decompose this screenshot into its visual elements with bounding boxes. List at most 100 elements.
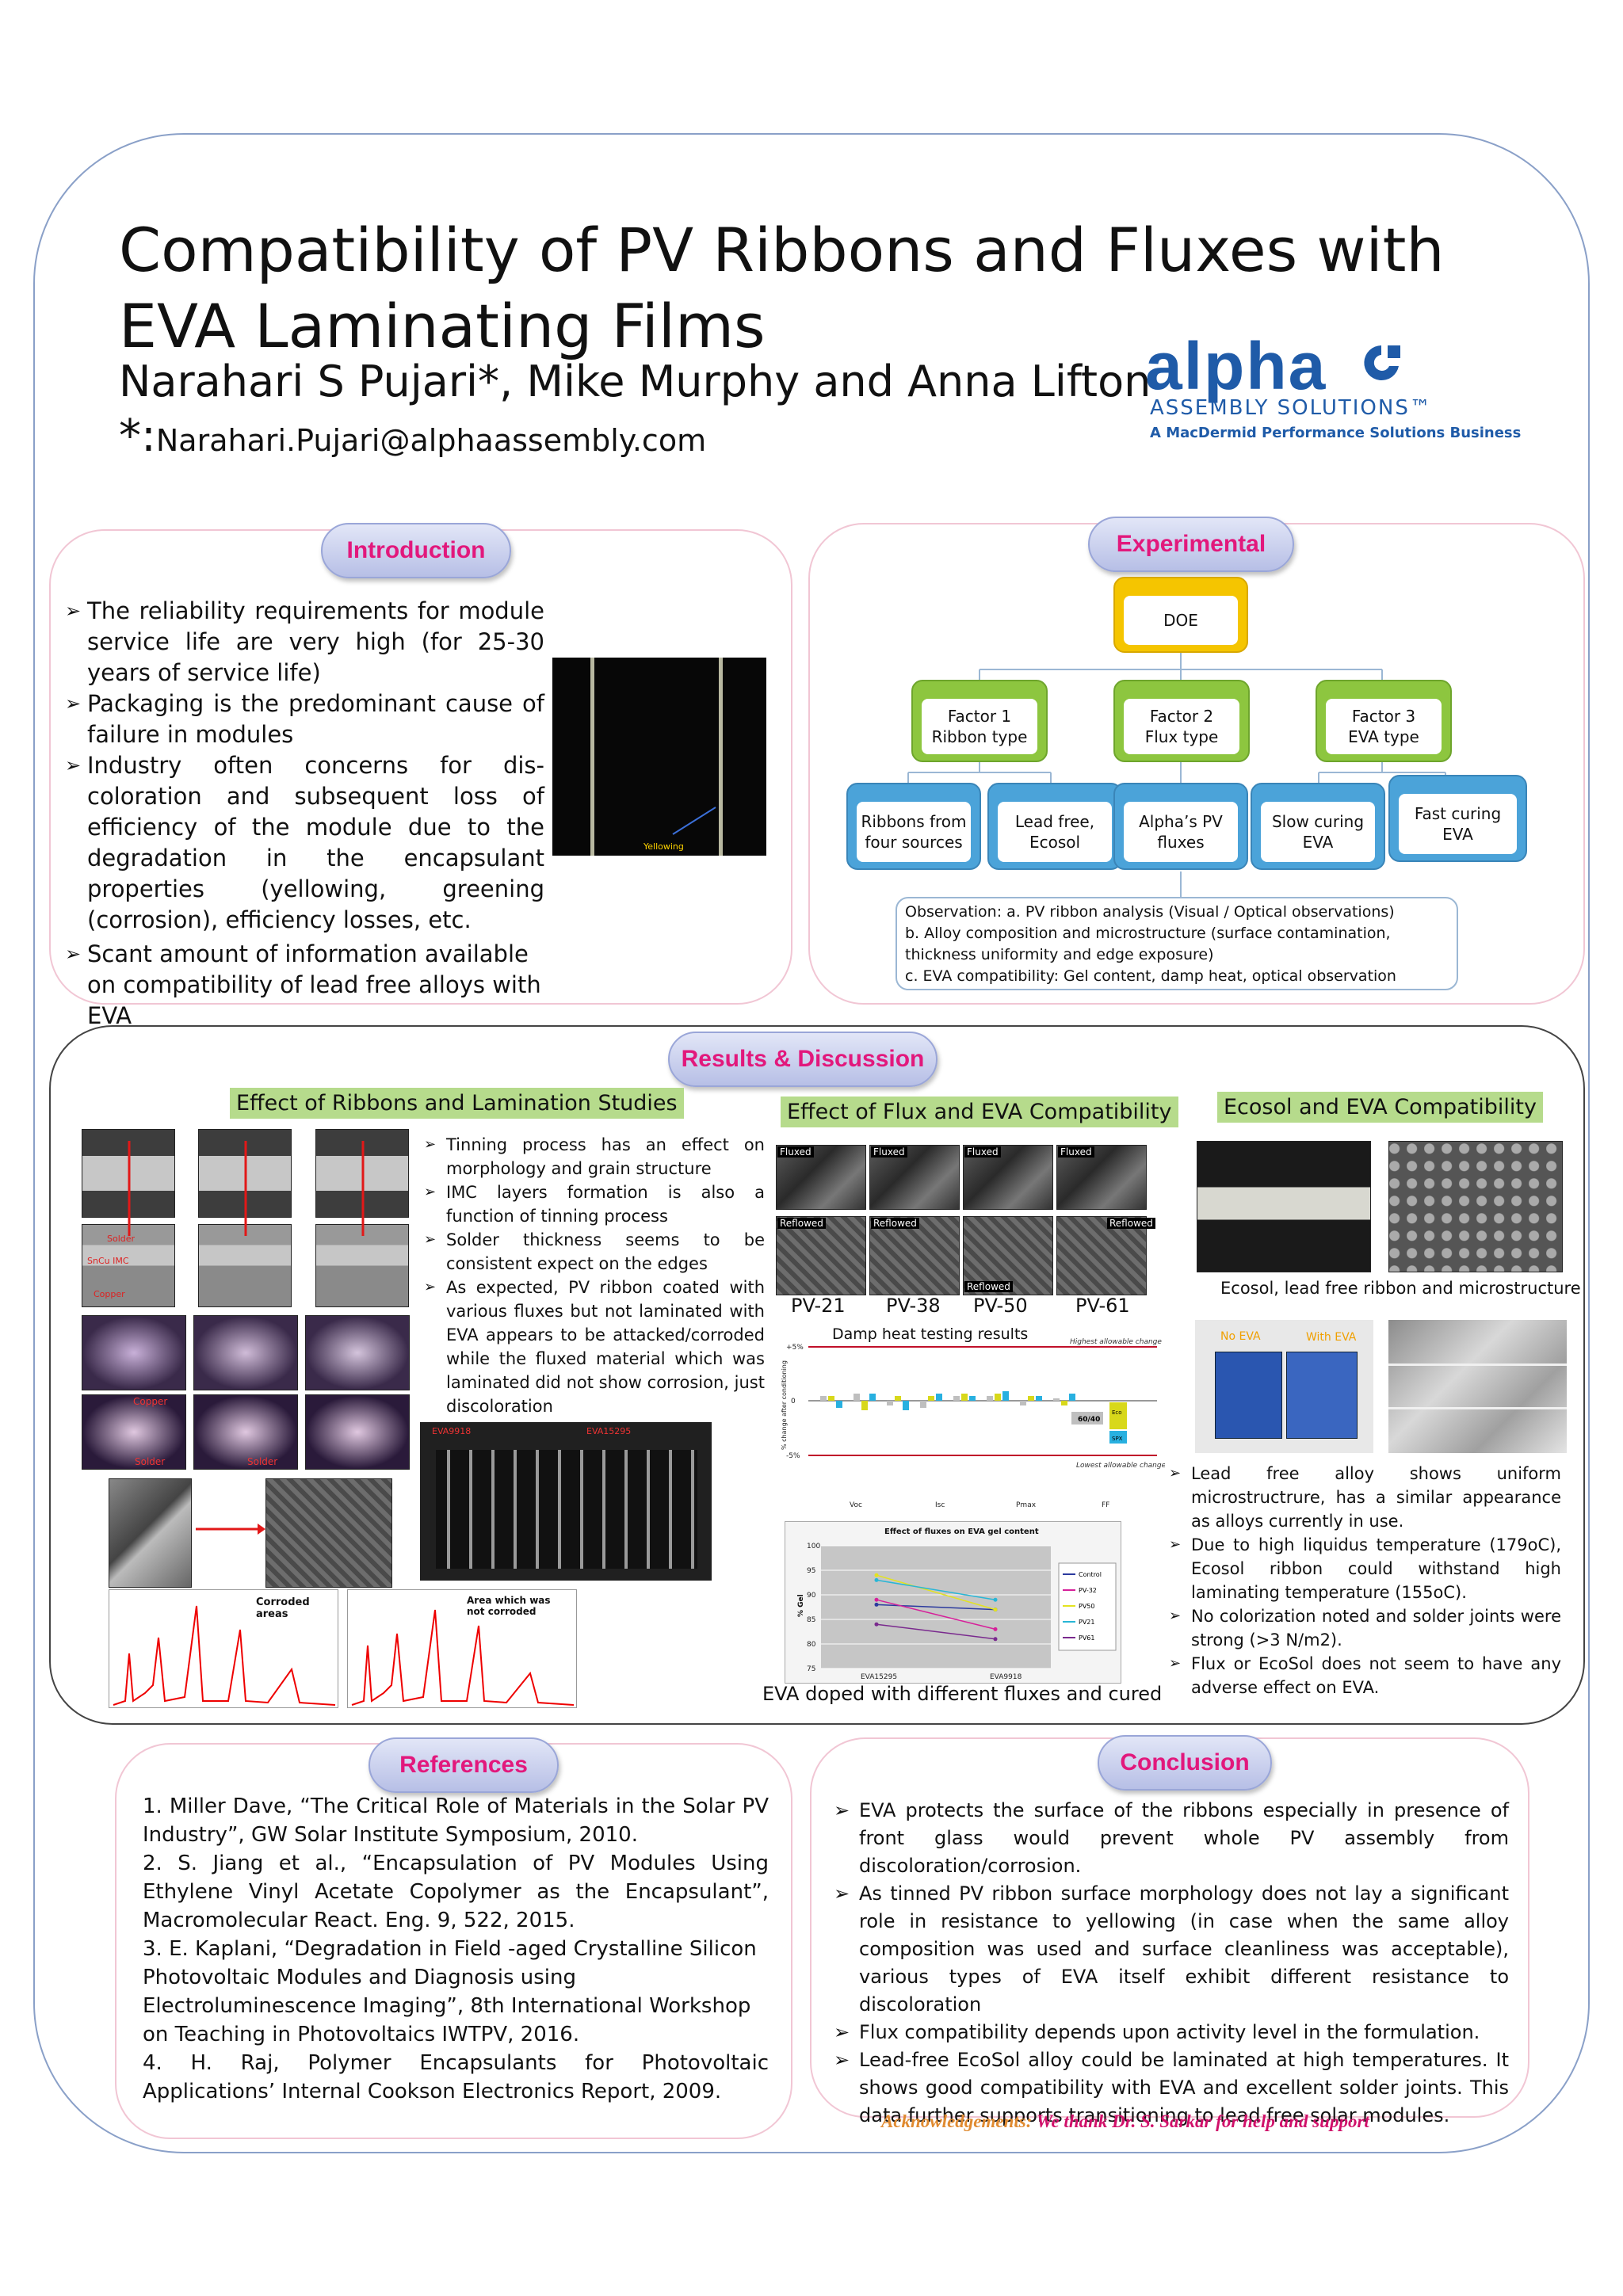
gel-ytick: 100 [807, 1543, 820, 1550]
list-item: EVA protects the surface of the ribbons … [834, 1797, 1509, 1880]
gel-series-line [876, 1604, 996, 1611]
xcat-ff: FF [1102, 1501, 1109, 1509]
damp-ylabel: % change after conditioning [781, 1360, 788, 1450]
tag-reflowed: Reflowed [871, 1218, 919, 1229]
with-eva-label: With EVA [1306, 1331, 1357, 1344]
ribbon-optical-4 [82, 1394, 186, 1470]
damp-bar [861, 1401, 868, 1410]
experimental-heading: Experimental [1088, 517, 1294, 572]
gel-ytick: 95 [807, 1567, 815, 1575]
poster-title: Compatibility of PV Ribbons and Fluxes w… [119, 215, 1445, 361]
acknowledgements: Acknowledgements: We thank Dr. S. Sarkar… [881, 2111, 1369, 2131]
damp-bar [953, 1396, 960, 1401]
damp-bar [1020, 1401, 1026, 1405]
sample-pv50: PV-50 [973, 1295, 1028, 1317]
flux-reflowed-4 [1056, 1216, 1147, 1295]
ytick-high: +5% [786, 1344, 804, 1352]
gel-point [993, 1608, 998, 1612]
gel-title: Effect of fluxes on EVA gel content [884, 1527, 1039, 1536]
damp-bar [987, 1396, 993, 1401]
damp-low-label: Lowest allowable change [1076, 1462, 1165, 1470]
ribbons-label: Effect of Ribbons and Lamination Studies [230, 1088, 684, 1119]
ribbon-cross-1 [82, 1224, 175, 1307]
micro-label-copper: Copper [94, 1289, 125, 1299]
tag-reflowed: Reflowed [777, 1218, 826, 1229]
gel-point [874, 1573, 879, 1577]
eds-sem-1 [109, 1478, 192, 1588]
ecosol-label: Ecosol and EVA Compatibility [1217, 1092, 1543, 1123]
gel-ytick: 85 [807, 1616, 815, 1624]
list-item: Scant amount of information available on… [65, 939, 544, 1032]
damp-bar [1002, 1391, 1009, 1401]
optical-label-copper: Copper [133, 1396, 168, 1407]
micro-label-solder: Solder [107, 1234, 136, 1244]
ribbon-optical-2 [193, 1315, 298, 1390]
logo-line2: A MacDermid Performance Solutions Busine… [1150, 425, 1522, 441]
ecosol-bullets: Lead free alloy shows uniform microstruc… [1169, 1462, 1561, 1699]
sample-pv61: PV-61 [1075, 1295, 1130, 1317]
damp-bar [887, 1401, 893, 1405]
leaf-ribbons: Ribbons from four sources [846, 783, 981, 870]
gel-series-line [876, 1574, 996, 1611]
alpha-logo: alpha ASSEMBLY SOLUTIONS™ A MacDermid Pe… [1145, 329, 1533, 444]
damp-bar [820, 1396, 827, 1401]
references-heading: References [369, 1737, 559, 1793]
xcat-voc: Voc [850, 1501, 862, 1509]
list-item: 2. S. Jiang et al., “Encapsulation of PV… [143, 1852, 769, 1932]
ribbon-optical-5 [193, 1394, 298, 1470]
doe-node: DOE [1113, 577, 1248, 653]
legend-entry: PV50 [1079, 1603, 1094, 1610]
damp-bar [936, 1394, 942, 1401]
ribbon-cross-3 [315, 1224, 409, 1307]
ecosol-caption: Ecosol, lead free ribbon and microstruct… [1220, 1279, 1581, 1298]
gel-point [993, 1627, 998, 1631]
list-item: As tinned PV ribbon surface morphology d… [834, 1880, 1509, 2019]
gel-point [874, 1602, 879, 1607]
damp-heat-chart: Damp heat testing results % change after… [777, 1323, 1167, 1517]
damp-bar [1028, 1396, 1034, 1401]
damp-bar [920, 1401, 926, 1408]
legend-entry: Control [1079, 1571, 1102, 1578]
damp-bar [1061, 1401, 1067, 1405]
damp-bar [995, 1394, 1001, 1401]
list-item: Lead free alloy shows uniform microstruc… [1169, 1462, 1561, 1533]
damp-bar [854, 1394, 860, 1401]
damp-bar [928, 1396, 934, 1401]
list-item: 4. H. Raj, Polymer Encapsulants for Phot… [143, 2051, 769, 2103]
tag-reflowed: Reflowed [964, 1281, 1013, 1292]
solar-cell-photo: Yellowing [552, 658, 766, 856]
gel-content-chart: Effect of fluxes on EVA gel content % Ge… [785, 1521, 1121, 1684]
list-item: The reliability requirements for module … [65, 596, 544, 688]
leaf-fast-curing: Fast curing EVA [1388, 775, 1527, 862]
tag-fluxed: Fluxed [1058, 1146, 1094, 1158]
list-item: As expected, PV ribbon coated with vario… [424, 1276, 765, 1418]
eds-label-not-corroded: Area which was not corroded [467, 1595, 551, 1617]
legend-eco: Eco [1112, 1409, 1122, 1416]
leaf-lead-free: Lead free, Ecosol [987, 783, 1122, 870]
damp-bar [869, 1394, 876, 1401]
authors: Narahari S Pujari*, Mike Murphy and Anna… [119, 357, 1151, 406]
leaf-fluxes: Alpha’s PV fluxes [1113, 783, 1248, 870]
tag-fluxed: Fluxed [964, 1146, 1001, 1158]
list-item: Lead-free EcoSol alloy could be laminate… [834, 2046, 1509, 2130]
list-item: Flux compatibility depends upon activity… [834, 2019, 1509, 2046]
gel-ytick: 75 [807, 1665, 815, 1673]
email: *:Narahari.Pujari@alphaassembly.com [119, 410, 707, 462]
list-item: Flux or EcoSol does not seem to have any… [1169, 1652, 1561, 1699]
list-item: 1. Miller Dave, “The Critical Role of Ma… [143, 1794, 769, 1847]
ecosol-microstructure [1388, 1141, 1563, 1272]
eds-label-corroded: Corroded areas [256, 1596, 310, 1620]
logo-line1: ASSEMBLY SOLUTIONS™ [1150, 396, 1432, 420]
gel-point [993, 1597, 998, 1602]
damp-bar [961, 1394, 968, 1401]
damp-bar [836, 1401, 842, 1408]
damp-bar [969, 1396, 976, 1401]
list-item: Tinning process has an effect on morphol… [424, 1133, 765, 1180]
xcat-isc: Isc [935, 1501, 945, 1509]
list-item: Industry often concerns for dis-colorati… [65, 750, 544, 936]
list-item: IMC layers formation is also a function … [424, 1180, 765, 1228]
gel-series-line [876, 1579, 996, 1600]
